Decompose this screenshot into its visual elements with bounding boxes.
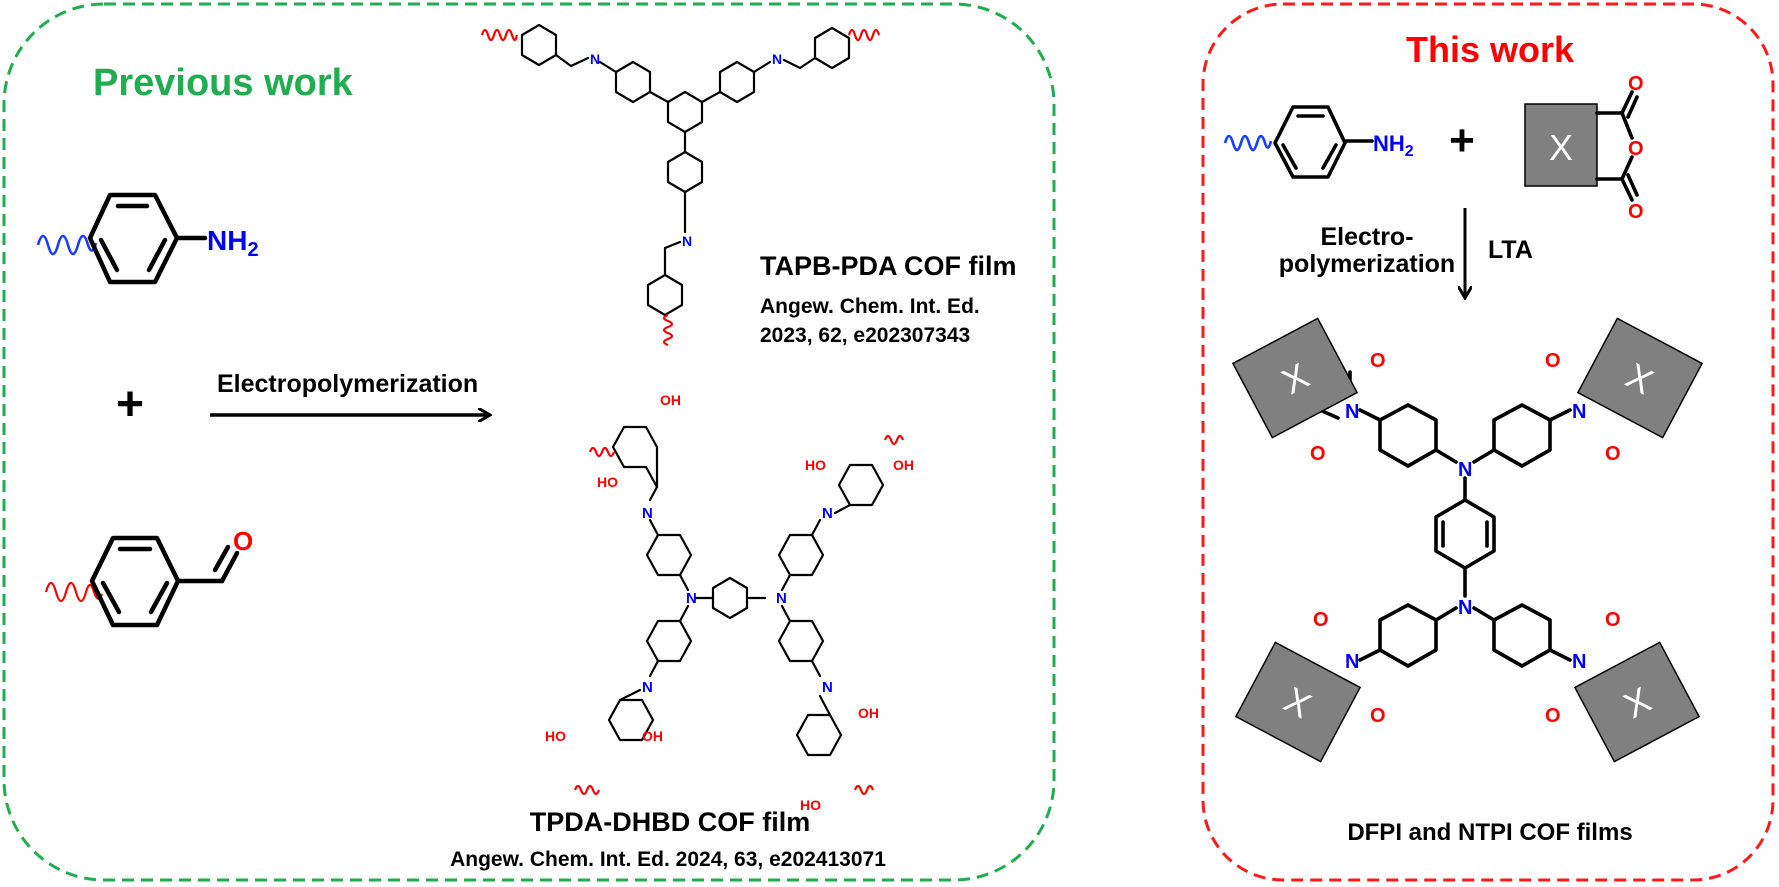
svg-text:HO: HO [800,797,821,813]
svg-text:N: N [1345,651,1359,673]
svg-text:O: O [1370,350,1386,372]
amine-monomer: NH2 [36,192,259,285]
this-work-title: This work [1406,29,1575,70]
svg-text:O: O [1628,138,1644,160]
tapb-pda-name: TAPB-PDA COF film [760,251,1017,281]
svg-text:O: O [1313,609,1329,631]
svg-text:N: N [822,679,833,696]
this-work-panel [1201,2,1775,882]
svg-text:HO: HO [597,474,618,490]
svg-text:N: N [822,505,833,522]
tpda-dhbd-name: TPDA-DHBD COF film [530,807,810,837]
tapb-pda-citation-line2: 2023, 62, e202307343 [760,324,970,347]
imide-cof-structure: N N N O O X N O O X [1231,317,1704,763]
svg-text:N: N [682,233,692,249]
lta-arrow: Electro- polymerization LTA [1279,208,1533,296]
tpda-dhbd-structure: N N N HO OH N HO OH N HO OH [545,392,914,813]
svg-text:O: O [1605,609,1621,631]
this-amine-monomer: NH2 [1223,105,1414,179]
svg-text:HO: HO [545,728,566,744]
amine-nh2-label: NH2 [207,225,259,261]
svg-text:N: N [642,505,653,522]
svg-text:O: O [1545,350,1561,372]
svg-text:O: O [1628,201,1644,223]
arrow-label-polymerization: polymerization [1279,250,1455,278]
anhydride-monomer: X O O O [1524,73,1644,223]
svg-text:N: N [686,590,697,607]
previous-work-title: Previous work [93,62,354,104]
aldehyde-oxygen-label: O [233,526,253,556]
svg-text:X: X [1549,127,1573,168]
svg-text:N: N [1345,401,1359,423]
previous-work-panel [2,2,1056,882]
svg-text:O: O [1628,73,1644,95]
svg-text:N: N [1458,597,1472,619]
svg-text:N: N [590,51,600,67]
tpda-dhbd-citation: Angew. Chem. Int. Ed. 2024, 63, e2024130… [450,848,886,871]
x-core-block [1524,103,1598,187]
arrow-label-electropolymerization: Electropolymerization [217,370,478,398]
plus-sign-previous: + [116,378,144,431]
svg-text:N: N [776,590,787,607]
electropolymerization-arrow: Electropolymerization [210,370,488,415]
plus-sign-this: + [1449,116,1475,165]
svg-text:N: N [772,51,782,67]
svg-text:OH: OH [858,705,879,721]
svg-text:O: O [1310,443,1326,465]
svg-text:HO: HO [805,457,826,473]
svg-text:N: N [1572,651,1586,673]
svg-text:N: N [1458,459,1472,481]
svg-text:N: N [1572,401,1586,423]
svg-text:OH: OH [642,728,663,744]
svg-text:O: O [1370,705,1386,727]
aldehyde-monomer: O [44,526,253,628]
svg-text:O: O [1605,443,1621,465]
product-label: DFPI and NTPI COF films [1347,819,1632,846]
svg-text:OH: OH [893,457,914,473]
this-amine-nh2-label: NH2 [1373,131,1414,160]
tapb-pda-citation-line1: Angew. Chem. Int. Ed. [760,295,980,318]
arrow-label-lta: LTA [1488,236,1533,264]
tapb-pda-structure: N N N [480,23,881,347]
svg-text:OH: OH [660,392,681,408]
svg-text:N: N [642,679,653,696]
arrow-label-electro: Electro- [1320,223,1413,251]
svg-text:O: O [1545,705,1561,727]
